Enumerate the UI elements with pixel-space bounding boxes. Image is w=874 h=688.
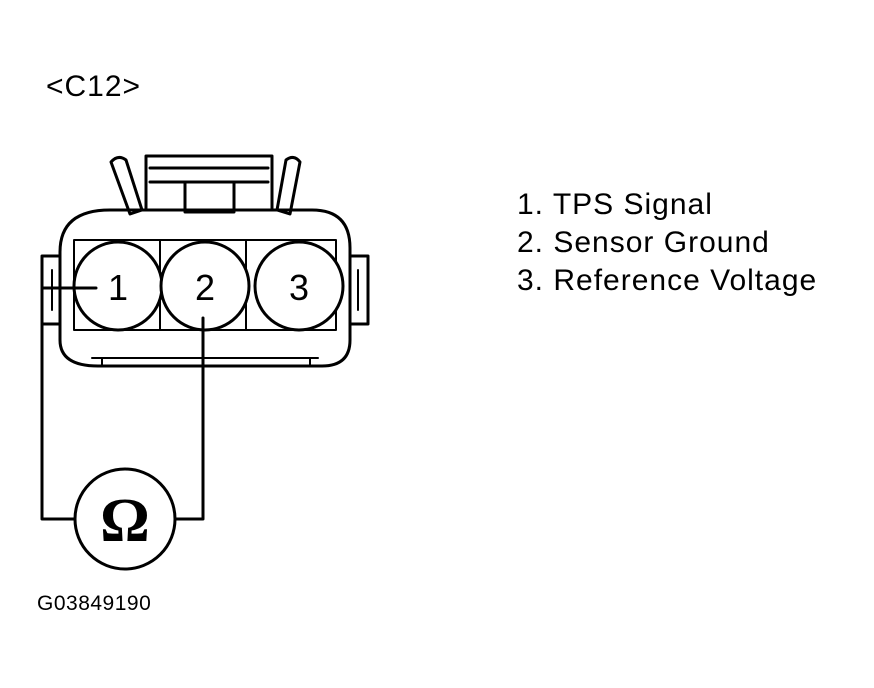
- ohm-symbol: Ω: [100, 487, 150, 555]
- legend-item-pin-1: 1. TPS Signal: [517, 188, 713, 221]
- pin-3-label: 3: [289, 267, 309, 308]
- legend-item-pin-3: 3. Reference Voltage: [517, 264, 818, 297]
- pin-legend: 1. TPS Signal 2. Sensor Ground 3. Refere…: [517, 186, 817, 300]
- right-side-rib: [348, 254, 370, 326]
- connector-latch: [144, 154, 274, 214]
- figure-code: G03849190: [37, 592, 152, 615]
- connector-housing: [58, 208, 352, 368]
- pin-2-label: 2: [195, 267, 215, 308]
- pin-1-label: 1: [108, 267, 128, 308]
- pin-2-cavity: [159, 240, 251, 332]
- pin-3-cavity: [253, 240, 345, 332]
- probe-lead-pin-1: [40, 286, 98, 521]
- connector-id-label: <C12>: [46, 70, 142, 103]
- right-latch-tab: [275, 155, 302, 216]
- ohmmeter-icon: [73, 467, 177, 571]
- legend-item-pin-2: 2. Sensor Ground: [517, 226, 770, 259]
- probe-lead-pin-2: [172, 316, 205, 521]
- left-latch-tab: [109, 155, 144, 216]
